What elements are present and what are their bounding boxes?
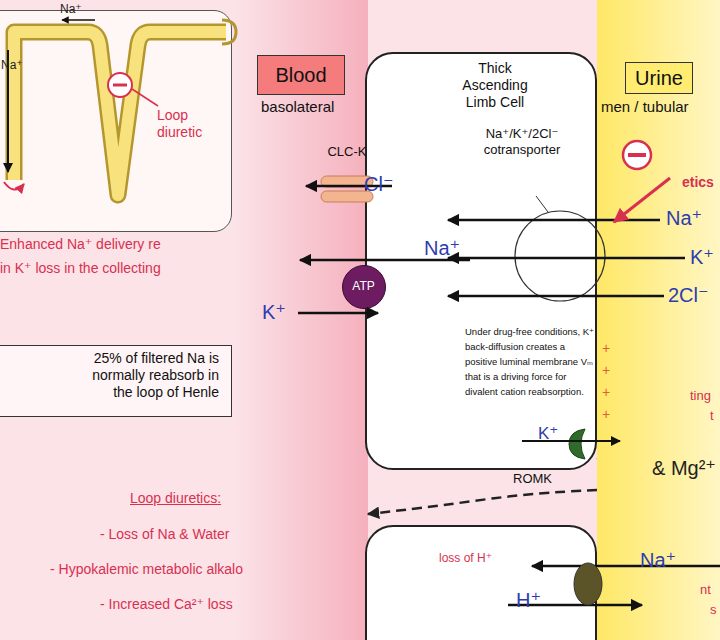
cell-title: Thick Ascending Limb Cell: [455, 60, 535, 110]
charge-sign: +: [602, 340, 616, 357]
note-text: in K⁺ loss in the collecting: [0, 260, 234, 277]
note-box: 25% of filtered Na is normally reabsorb …: [0, 345, 232, 417]
blood-band: Blood basolateral: [235, 0, 368, 640]
paracellular-arrow: [368, 490, 597, 514]
region-title: Blood: [257, 55, 345, 95]
charge-sign: +: [602, 362, 616, 379]
cell-box: Thick Ascending Limb CellUnder drug-free…: [365, 52, 597, 470]
note-text: Under drug-free conditions, K⁺ back-diff…: [465, 324, 595, 399]
channel-subunit: [569, 429, 585, 459]
ion-label: K⁺: [538, 424, 568, 444]
list-item: - Loss of Na & Water: [100, 526, 270, 543]
ion-label: Na⁺: [60, 2, 100, 16]
charge-sign: +: [602, 406, 616, 423]
drug-label: etics: [682, 174, 720, 191]
list-item: - Hypokalemic metabolic alkalo: [50, 561, 270, 578]
cell-box: loss of H⁺: [365, 525, 597, 640]
drug-label: Loop diuretic: [157, 107, 221, 141]
region-subtitle: men / tubular: [601, 98, 720, 116]
charge-sign: +: [602, 384, 616, 401]
note-text: s: [710, 602, 720, 618]
ion-label: & Mg²⁺: [652, 456, 720, 480]
ion-label: K⁺: [262, 300, 298, 324]
list-item: - Increased Ca²⁺ loss: [100, 596, 270, 613]
cell-note: loss of H⁺: [439, 551, 529, 565]
ion-label: K⁺: [690, 245, 720, 269]
note-text: Enhanced Na⁺ delivery re: [0, 236, 234, 253]
ion-label: 2Cl⁻: [668, 283, 720, 307]
note-text: 25% of filtered Na is normally reabsorb …: [89, 350, 219, 400]
atp-pump: ATP: [342, 265, 386, 309]
channel-label: CLC-K: [312, 144, 382, 160]
note-text: ting: [690, 388, 720, 404]
note-text: nt: [700, 582, 720, 598]
ion-label: H⁺: [516, 588, 552, 612]
note-text: t: [710, 408, 720, 424]
ion-label: Na⁺: [1, 58, 41, 72]
region-title: Urine: [625, 62, 693, 94]
list-heading: Loop diuretics:: [130, 490, 270, 507]
transporter-label: Na⁺/K⁺/2Cl⁻ cotransporter: [458, 126, 586, 157]
ion-label: Na⁺: [424, 236, 468, 260]
pump-label: ATP: [343, 279, 384, 293]
region-subtitle: basolateral: [261, 98, 366, 116]
ion-label: Cl⁻: [364, 172, 404, 196]
channel-label: ROMK: [513, 471, 573, 487]
inset-panel: Loop diuretic: [0, 10, 232, 232]
ion-label: Na⁺: [640, 548, 690, 572]
ion-label: Na⁺: [666, 206, 716, 230]
urine-band: Urine men / tubular: [597, 0, 720, 640]
